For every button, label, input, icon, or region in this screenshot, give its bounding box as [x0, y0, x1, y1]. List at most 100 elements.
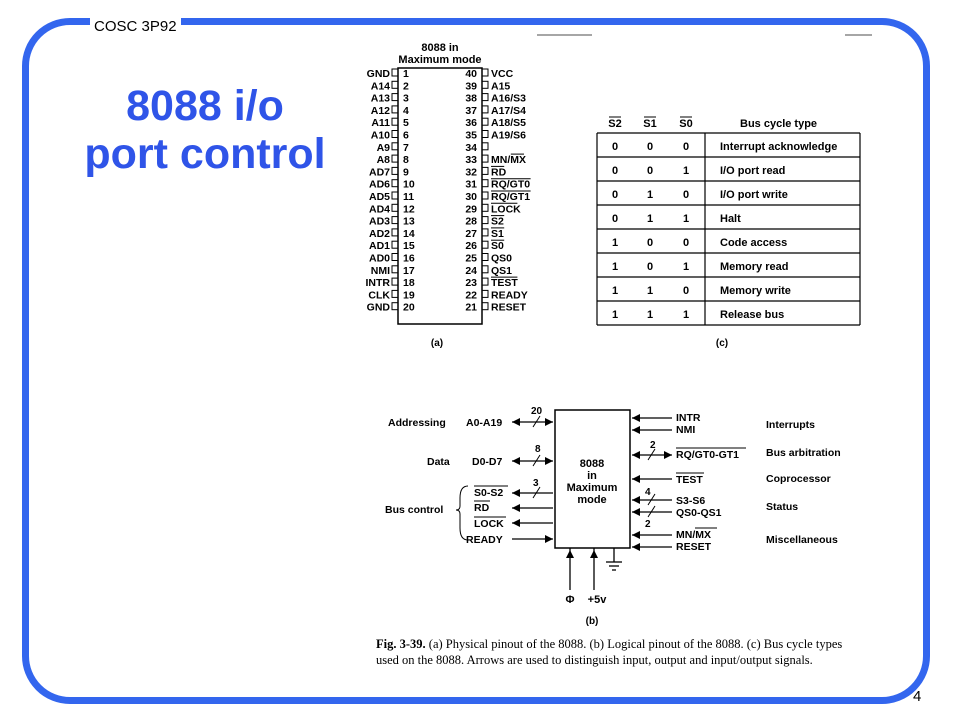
pinout-sublabel: (a): [431, 338, 443, 349]
pin-number: 11: [403, 191, 414, 203]
cell-bus-cycle: Code access: [720, 237, 787, 249]
cell-s1: 1: [647, 285, 653, 297]
pin-number: 33: [465, 154, 477, 166]
cell-s0: 0: [683, 285, 689, 297]
pin-box: [481, 240, 489, 249]
pin-name: AD0: [369, 253, 390, 265]
signal-qs0-qs1: QS0-QS1: [676, 507, 722, 519]
chip-line-2: in: [587, 470, 597, 482]
pin-number: 1: [403, 68, 409, 80]
pin-name: A17/S4: [491, 105, 526, 117]
pin-box: [391, 68, 399, 77]
pin-number: 12: [403, 203, 415, 215]
cell-s0: 0: [683, 141, 689, 153]
signal-phi: Φ: [565, 594, 574, 606]
cell-bus-cycle: Interrupt acknowledge: [720, 141, 837, 153]
signal-lock: LOCK: [474, 518, 504, 530]
pin-name: QS0: [491, 253, 512, 265]
cell-s2: 1: [612, 261, 618, 273]
pinout-heading-2: Maximum mode: [398, 54, 481, 66]
group-interrupts: Interrupts: [766, 419, 815, 431]
pin-box: [481, 179, 489, 188]
table-row: 1 0 1 Memory read: [597, 261, 860, 278]
page-title: 8088 i/o port control: [70, 82, 340, 178]
cell-bus-cycle: Memory read: [720, 261, 788, 273]
pin-box: [391, 142, 399, 151]
width-2b: 2: [645, 519, 651, 530]
cell-s2: 1: [612, 285, 618, 297]
chip-line-4: mode: [577, 494, 606, 506]
pin-number: 17: [403, 265, 415, 277]
pin-name: S0: [491, 240, 504, 252]
pin-box: [481, 166, 489, 175]
pin-box: [481, 289, 489, 298]
width-3: 3: [533, 478, 539, 489]
pin-name: A19/S6: [491, 130, 526, 142]
pin-number: 37: [465, 105, 477, 117]
pin-box: [481, 253, 489, 261]
pin-name: NMI: [371, 265, 390, 277]
pin-box: [391, 216, 399, 225]
pin-box: [481, 216, 489, 225]
cell-s2: 1: [612, 309, 618, 321]
pin-box: [481, 265, 489, 274]
pin-number: 23: [465, 277, 477, 289]
pin-box: [481, 142, 489, 151]
cell-bus-cycle: I/O port read: [720, 165, 785, 177]
title-line-2: port control: [84, 130, 326, 178]
cell-s0: 0: [683, 237, 689, 249]
pin-number: 9: [403, 166, 409, 178]
cell-s2: 0: [612, 213, 618, 225]
cell-s1: 0: [647, 237, 653, 249]
cell-s0: 1: [683, 261, 689, 273]
pin-box: [391, 302, 399, 311]
pin-number: 22: [465, 289, 477, 301]
pin-number: 27: [465, 228, 477, 240]
chip-line-1: 8088: [580, 458, 604, 470]
caption-fig-label: Fig. 3-39.: [376, 637, 426, 651]
pin-box: [481, 80, 489, 89]
cell-s1: 0: [647, 141, 653, 153]
pin-box: [481, 302, 489, 311]
cell-s1: 0: [647, 261, 653, 273]
pin-box: [391, 289, 399, 298]
cell-bus-cycle: Halt: [720, 213, 741, 225]
pin-name: MN/MX: [491, 154, 526, 166]
group-addressing: Addressing: [388, 417, 446, 429]
pin-number: 19: [403, 289, 415, 301]
pin-name: GND: [367, 302, 391, 314]
signal-s0-s2: S0-S2: [474, 487, 503, 499]
group-bus-arbitration: Bus arbitration: [766, 447, 841, 459]
title-line-1: 8088 i/o: [126, 82, 284, 130]
pin-box: [391, 265, 399, 274]
pin-name: INTR: [366, 277, 391, 289]
pin-number: 38: [465, 93, 477, 105]
cell-s2: 0: [612, 141, 618, 153]
pin-number: 21: [465, 302, 477, 314]
pin-name: RD: [491, 166, 507, 178]
pin-box: [391, 179, 399, 188]
pin-name: LOCK: [491, 203, 521, 215]
signal-rq-gt: RQ/GT0-GT1: [676, 449, 739, 461]
pin-box: [391, 117, 399, 126]
pin-box: [391, 277, 399, 286]
pin-box: [391, 154, 399, 163]
pin-name: A8: [377, 154, 391, 166]
pin-box: [391, 240, 399, 249]
pin-number: 36: [465, 117, 477, 129]
pin-name: A9: [377, 142, 391, 154]
pin-name: CLK: [368, 289, 390, 301]
pin-number: 16: [403, 253, 415, 265]
logical-chip: [554, 409, 631, 549]
pin-number: 32: [465, 166, 477, 178]
pin-box: [391, 253, 399, 261]
pin-name: A18/S5: [491, 117, 526, 129]
signal-ready: READY: [466, 534, 503, 546]
table-header: S2 S1 S0 Bus cycle type: [608, 116, 817, 130]
signal-intr: INTR: [676, 412, 701, 424]
pin-number: 30: [465, 191, 477, 203]
